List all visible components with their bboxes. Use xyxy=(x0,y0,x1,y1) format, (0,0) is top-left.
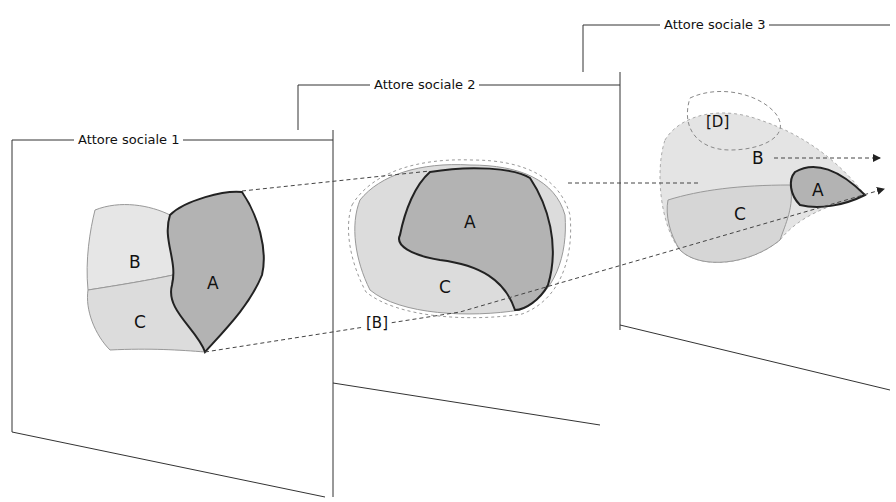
region-blobs xyxy=(87,192,264,352)
region-area: B xyxy=(750,147,766,169)
region-blobs xyxy=(348,160,570,318)
bracket-label: [D] xyxy=(704,113,731,131)
plane-outline xyxy=(298,72,620,425)
region-letter: A xyxy=(812,180,824,200)
flow-line xyxy=(205,158,884,352)
region-letter: B xyxy=(129,252,141,272)
region-letter: C xyxy=(734,204,746,224)
region-area: C xyxy=(132,311,148,333)
bracket-label: [B] xyxy=(364,314,390,332)
region-area: B xyxy=(127,251,143,273)
actor-plane: Attore sociale 1 B A C xyxy=(12,130,333,500)
plane-heading: Attore sociale 1 xyxy=(74,132,183,148)
region-area: C xyxy=(437,276,453,298)
region-letter: A xyxy=(464,212,476,232)
region-area: A xyxy=(810,179,826,201)
region-letter: C xyxy=(134,312,146,332)
region-blobs xyxy=(660,91,865,262)
region-letter: C xyxy=(439,277,451,297)
region-area: C xyxy=(732,203,748,225)
plane-heading: Attore sociale 2 xyxy=(370,77,479,93)
actor-plane: Attore sociale 3 B A C xyxy=(583,15,888,395)
plane-outline xyxy=(583,25,890,390)
region-area: A xyxy=(205,272,221,294)
actor-plane: Attore sociale 2 A C xyxy=(298,75,620,430)
plane-outline xyxy=(12,130,333,497)
region-letter: B xyxy=(752,148,764,168)
region-letter: A xyxy=(207,273,219,293)
plane-heading: Attore sociale 3 xyxy=(660,17,769,33)
region-area: A xyxy=(462,211,478,233)
